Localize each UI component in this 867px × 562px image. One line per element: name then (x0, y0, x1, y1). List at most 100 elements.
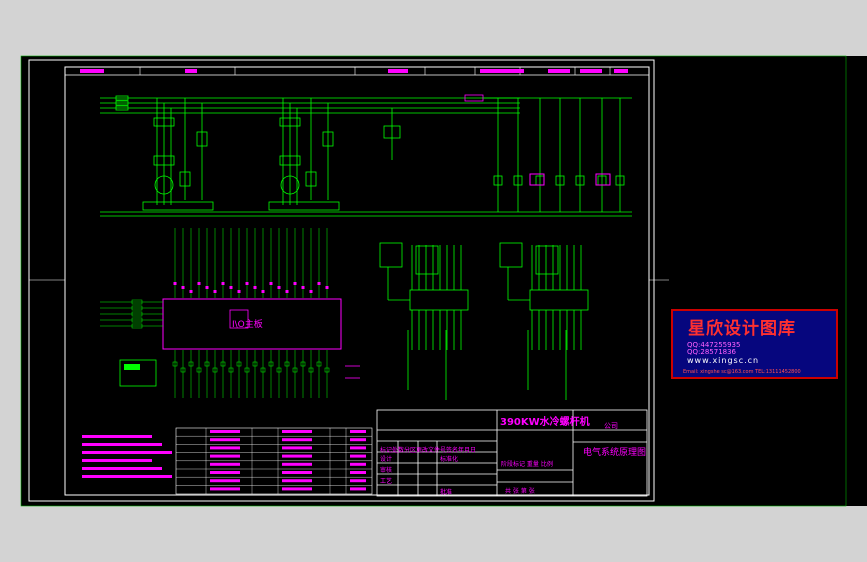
header-label-mark (388, 69, 408, 73)
sensor (131, 323, 143, 329)
table-cell-text (210, 471, 240, 474)
relay-coil (575, 175, 585, 186)
brand-qq2: QQ:28571836 (687, 348, 737, 356)
breaker (279, 117, 301, 127)
motor-symbol (154, 175, 174, 195)
brand-name: 星欣设计图库 (688, 319, 796, 339)
table-cell-text (210, 430, 240, 433)
io-pin (293, 282, 297, 285)
brand-watermark: 星欣设计图库 QQ:447255935 QQ:28571836 www.xing… (671, 309, 838, 379)
io-pin (253, 286, 257, 289)
io-pin (221, 282, 225, 285)
fuse (115, 105, 129, 111)
module-box (415, 245, 439, 275)
sensor (131, 317, 143, 323)
io-output-relay (316, 361, 322, 367)
control-rung (555, 98, 565, 212)
io-output-relay (252, 361, 258, 367)
display-screen (124, 364, 140, 370)
table-cell-text (210, 438, 240, 442)
motor-branch (268, 98, 340, 211)
io-pin (173, 282, 177, 285)
io-output-relay (268, 361, 274, 367)
note-line (82, 443, 162, 446)
io-pin (237, 290, 241, 293)
io-output-relay (236, 361, 242, 367)
io-pin (285, 290, 289, 293)
io-pin (181, 286, 185, 289)
relay-coil (493, 175, 503, 186)
relay-coil (615, 175, 625, 186)
table-cell-text (282, 479, 312, 483)
io-board (162, 298, 342, 350)
terminal-box (268, 201, 340, 211)
header-label-mark (580, 69, 602, 73)
interlock-relay (529, 173, 545, 186)
io-pin (325, 286, 329, 289)
io-output-relay (244, 367, 250, 373)
module-box (379, 242, 403, 268)
io-pin (197, 282, 201, 285)
terminal-box (142, 201, 214, 211)
table-cell-text (282, 462, 312, 466)
note-line (82, 459, 152, 462)
control-rung (535, 98, 545, 212)
table-cell-text (350, 487, 366, 491)
table-cell-text (350, 446, 366, 450)
io-output-relay (284, 361, 290, 367)
compressor-module (499, 242, 589, 400)
io-pin (309, 290, 313, 293)
io-output-relay (300, 361, 306, 367)
contactor (153, 155, 175, 166)
brand-website: www.xingsc.cn (687, 356, 760, 365)
io-output-relay (196, 367, 202, 373)
table-cell-text (350, 430, 366, 433)
table-cell-text (350, 462, 366, 466)
table-cell-text (350, 479, 366, 483)
io-pin (277, 286, 281, 289)
io-output-relay (180, 367, 186, 373)
io-output-relay (260, 367, 266, 373)
table-cell-text (210, 487, 240, 491)
header-label-mark (614, 69, 628, 73)
aux-relay (179, 171, 191, 187)
io-pin (189, 290, 193, 293)
relay-coil (555, 175, 565, 186)
breaker (153, 117, 175, 127)
table-cell-text (282, 438, 312, 442)
motor-branch (142, 98, 214, 211)
table-cell-text (282, 487, 312, 491)
io-output-relay (276, 367, 282, 373)
io-pin (317, 282, 321, 285)
relay-coil (513, 175, 523, 186)
io-pin (301, 286, 305, 289)
brand-qq1: QQ:447255935 (687, 341, 741, 349)
table-cell-text (210, 454, 240, 458)
table-cell-text (282, 471, 312, 474)
header-label-mark (80, 69, 104, 73)
io-output-relay (228, 367, 234, 373)
io-pin (245, 282, 249, 285)
header-label-mark (548, 69, 570, 73)
io-pin (229, 286, 233, 289)
table-cell-text (210, 479, 240, 483)
motor-symbol (280, 175, 300, 195)
table-cell-text (350, 438, 366, 442)
table-cell-text (350, 471, 366, 474)
fuse (115, 100, 129, 106)
table-cell-text (282, 454, 312, 458)
io-output-relay (292, 367, 298, 373)
starter-box (409, 289, 469, 311)
table-cell-text (282, 430, 312, 433)
compressor-module (379, 242, 469, 400)
sensor (131, 299, 143, 305)
sensor (131, 305, 143, 311)
io-pin (213, 290, 217, 293)
io-output-relay (324, 367, 330, 373)
incoming-supply (115, 95, 401, 160)
display-panel (119, 359, 157, 387)
header-label-mark (492, 69, 524, 73)
header-label-mark (480, 69, 492, 73)
